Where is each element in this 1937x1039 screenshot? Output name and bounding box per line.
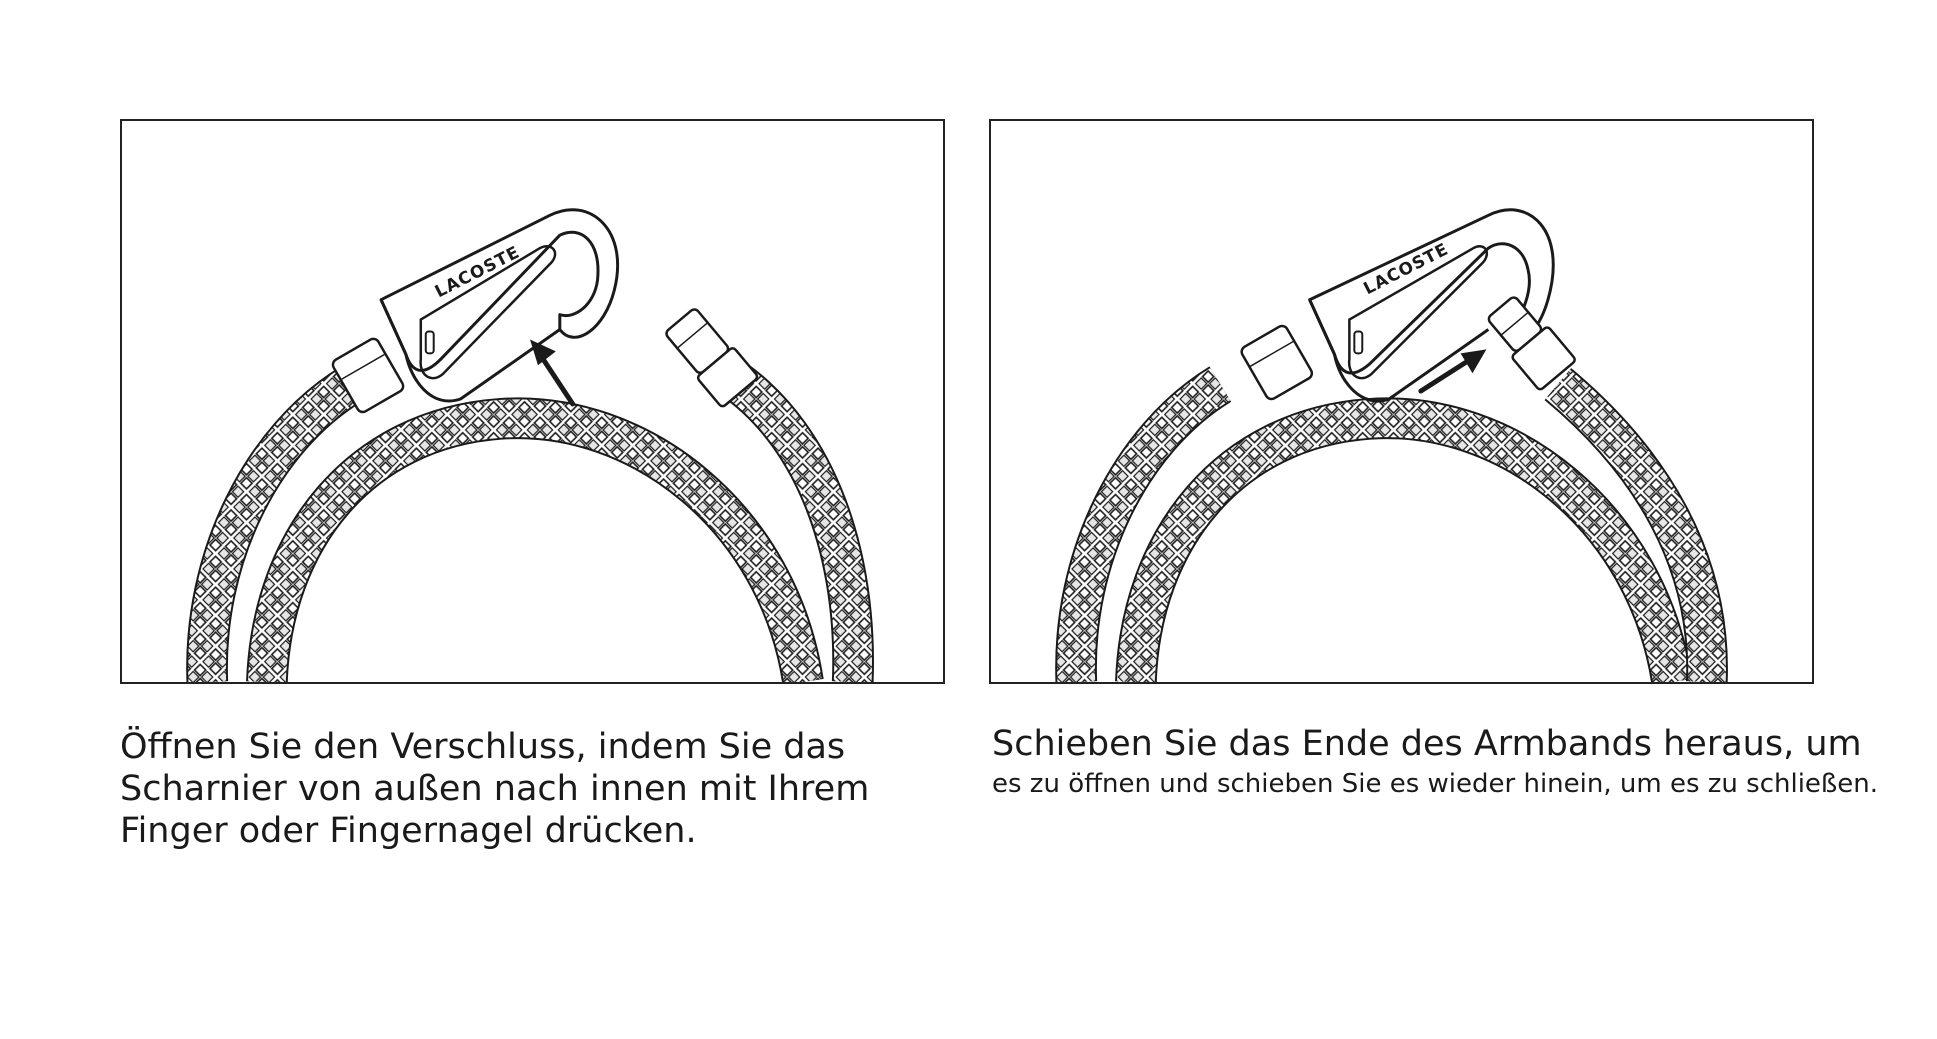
arrow-icon xyxy=(1418,349,1487,394)
braided-cord-outer-left xyxy=(1055,366,1232,682)
caption-line: Schieben Sie das Ende des Armbands herau… xyxy=(992,724,1862,764)
carabiner-clasp: LACOSTE xyxy=(1308,208,1555,403)
open-clasp-diagram: LACOSTE xyxy=(186,208,874,682)
braided-cord-outer-right xyxy=(721,362,874,682)
caption-line: Öffnen Sie den Verschluss, indem Sie das xyxy=(120,727,846,767)
braided-cord-outer-right xyxy=(1544,368,1728,682)
braided-cord-inner xyxy=(246,397,824,682)
caption-line: es zu öffnen und schieben Sie es wieder … xyxy=(992,769,1879,799)
illustration-panel-open-clasp: LACOSTE xyxy=(120,119,945,684)
caption-line: Scharnier von außen nach innen mit Ihrem xyxy=(120,769,870,809)
end-cap-left xyxy=(331,337,405,414)
slide-end-diagram: LACOSTE xyxy=(1055,208,1728,682)
braided-cord-outer-left xyxy=(186,366,363,682)
caption-slide-end: Schieben Sie das Ende des Armbands herau… xyxy=(992,722,1937,802)
end-cap-right xyxy=(1487,296,1576,391)
end-cap-right xyxy=(665,308,759,408)
arrow-icon xyxy=(530,339,576,407)
braided-cord-inner xyxy=(1115,397,1693,682)
caption-line: Finger oder Fingernagel drücken. xyxy=(120,811,697,851)
caption-open-clasp: Öffnen Sie den Verschluss, indem Sie das… xyxy=(120,726,945,852)
carabiner-clasp-open: LACOSTE xyxy=(379,208,620,403)
illustration-panel-slide-end: LACOSTE xyxy=(989,119,1814,684)
end-cap-left xyxy=(1240,324,1314,401)
